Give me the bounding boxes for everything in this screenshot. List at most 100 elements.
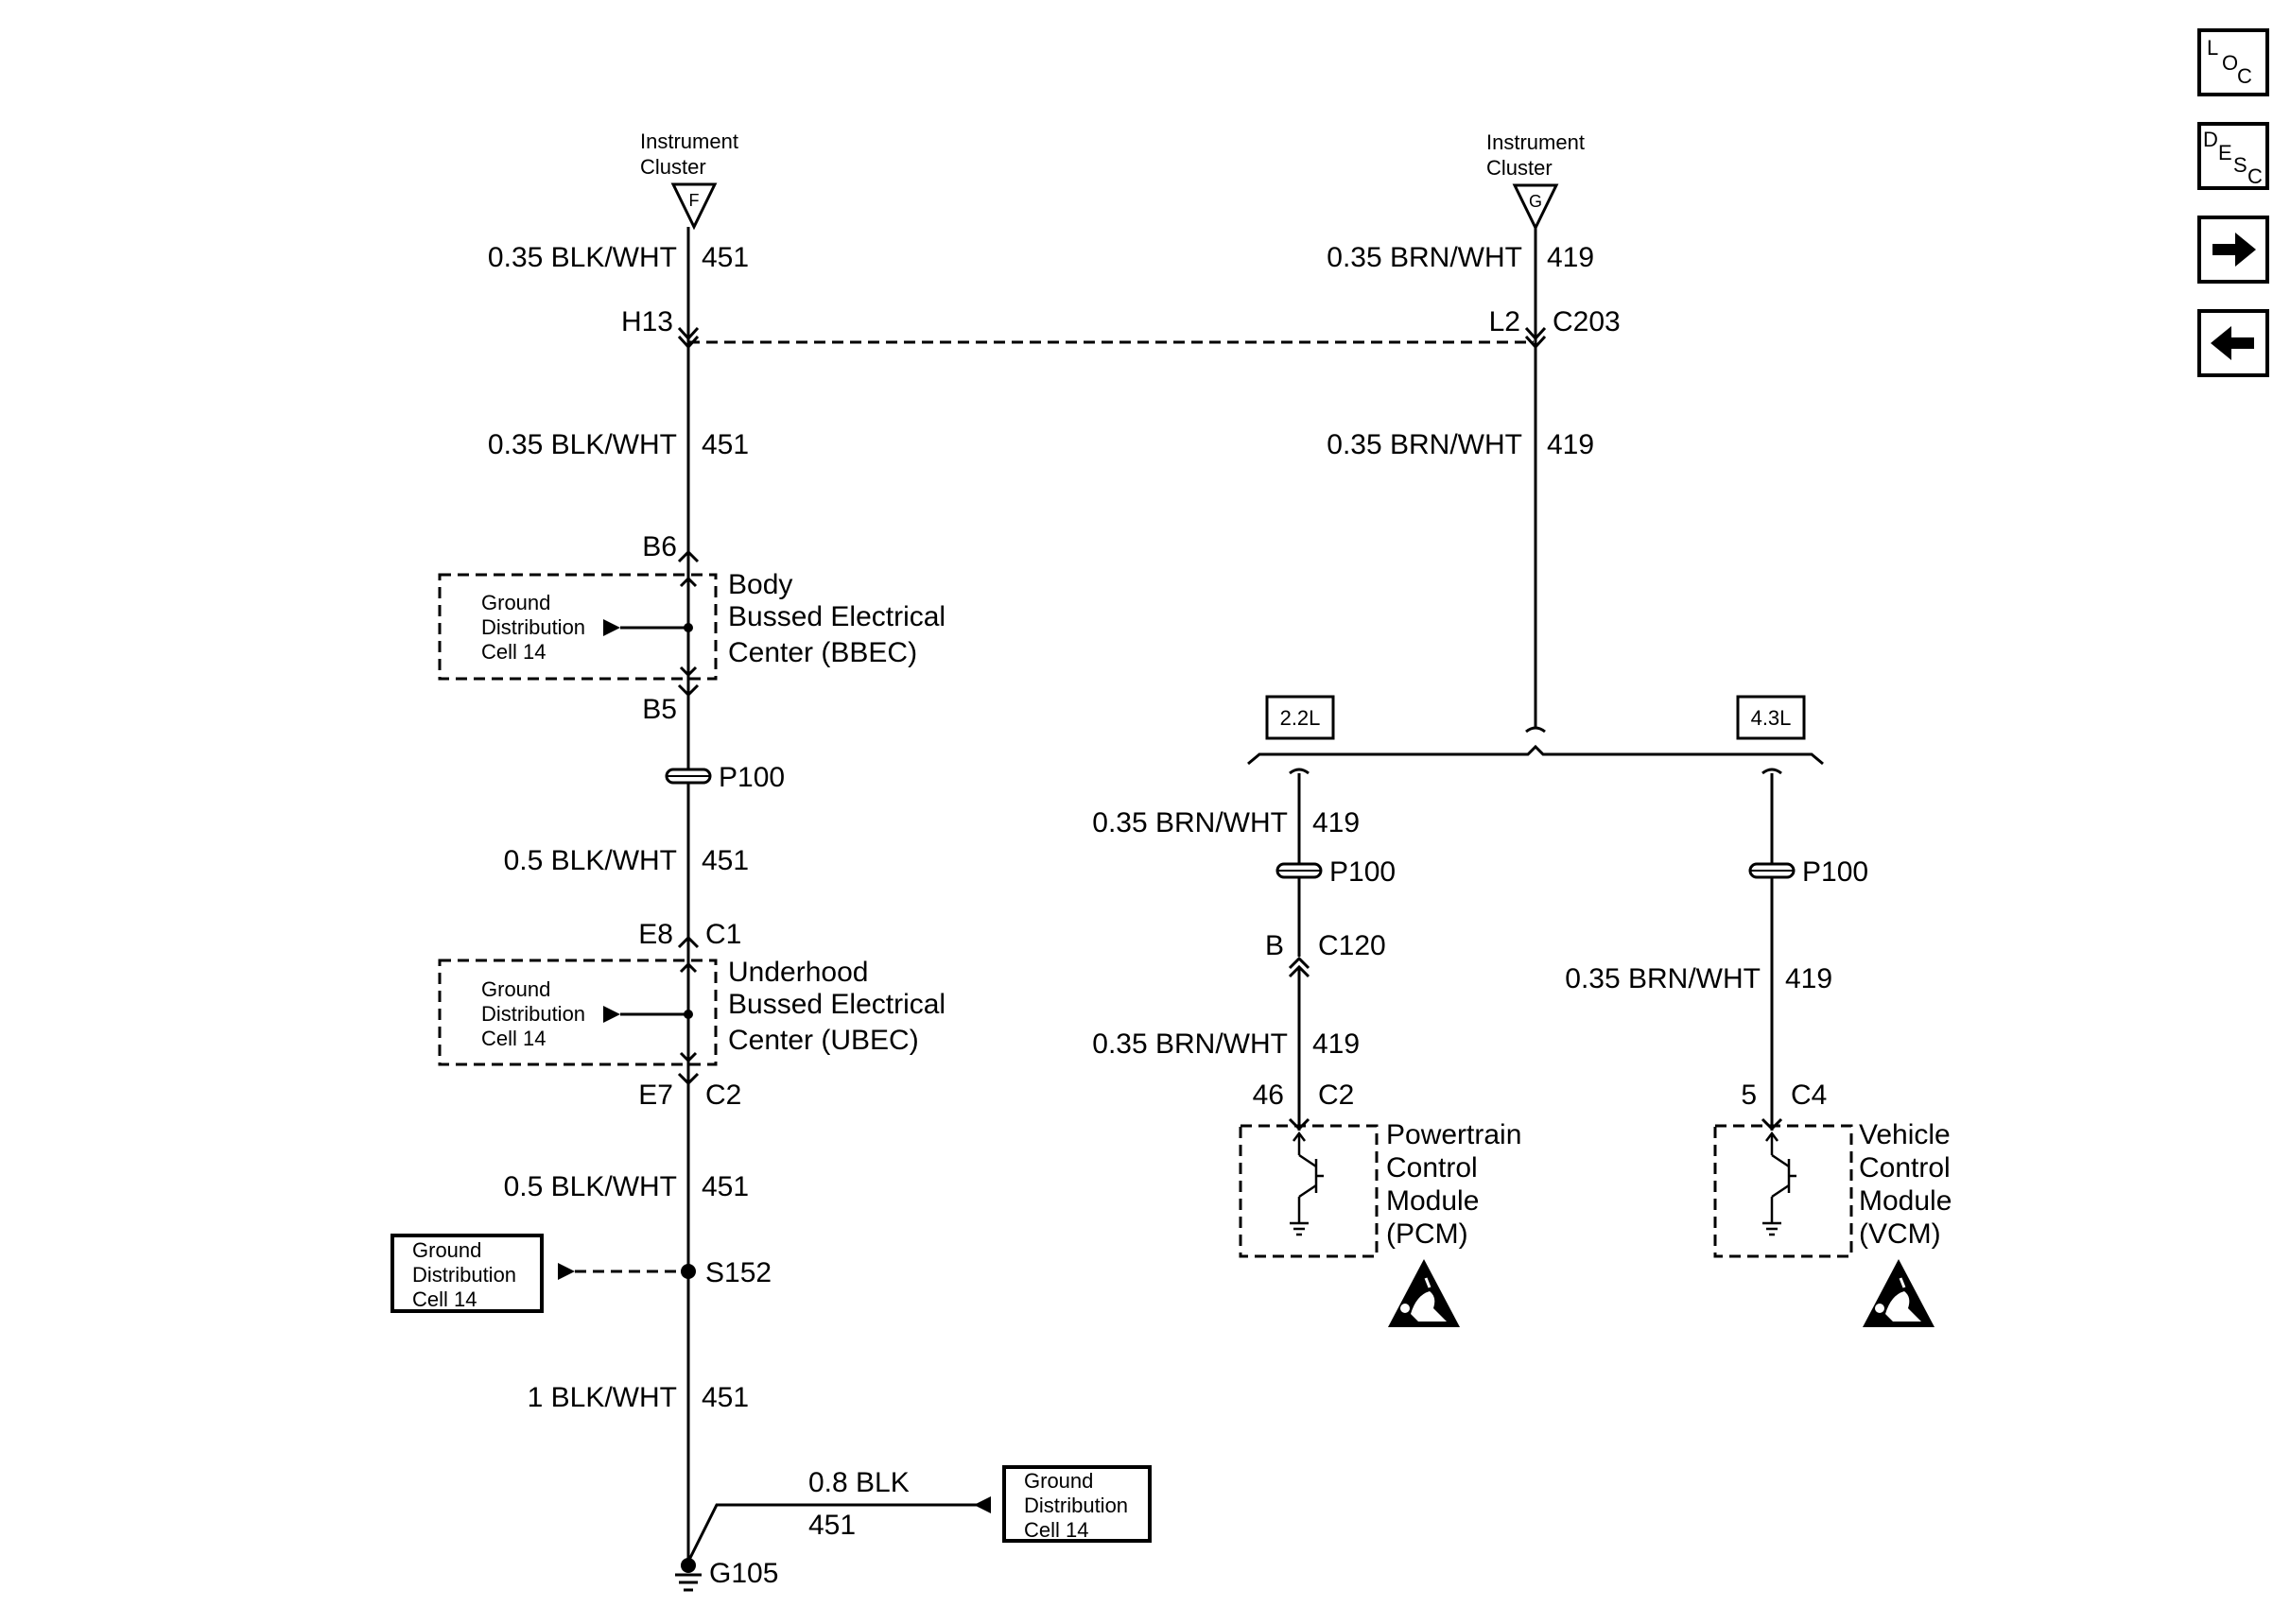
pcm-c2-connector <box>1288 1117 1310 1132</box>
vcm-name-line-4: (VCM) <box>1859 1218 1941 1250</box>
vcm-wire-circuit: 419 <box>1785 963 1832 994</box>
pcm-c2-label: C2 <box>1318 1080 1354 1111</box>
loc-letter-o: O <box>2222 51 2238 75</box>
wire-419-circuit-2: 419 <box>1547 429 1594 460</box>
gd-bbec-line-1: Ground <box>481 591 550 614</box>
e8-label: E8 <box>638 919 673 950</box>
pcm-name-line-3: Module <box>1386 1185 1479 1217</box>
bbec-name-line-3: Center (BBEC) <box>728 637 917 668</box>
loc-button[interactable]: L O C <box>2197 28 2269 96</box>
c120-label: C120 <box>1318 930 1386 961</box>
vcm-c4-label: C4 <box>1791 1080 1827 1111</box>
pcm-pin-46: 46 <box>1253 1080 1284 1111</box>
gd-s152-line-1: Ground <box>412 1238 481 1262</box>
desc-button[interactable]: D E S C <box>2197 122 2269 190</box>
p100-passthrough-vcm <box>1748 862 1796 879</box>
desc-letter-c: C <box>2247 164 2263 188</box>
desc-letter-d: D <box>2203 128 2218 151</box>
wire-419-gauge-2: 0.35 BRN/WHT <box>1327 429 1522 460</box>
pcm-name-line-4: (PCM) <box>1386 1218 1468 1250</box>
transistor-icon <box>1762 1131 1796 1236</box>
p100-passthrough-left <box>665 768 712 785</box>
p100-label-pcm: P100 <box>1329 856 1396 888</box>
c2-label: C2 <box>705 1080 741 1111</box>
wire-451-circuit-3: 451 <box>702 845 749 876</box>
ubec-name-line-3: Center (UBEC) <box>728 1025 919 1056</box>
option-4-3l-box <box>1736 695 1806 740</box>
pcm-box <box>1239 1124 1379 1258</box>
wire-451-gauge-2: 0.35 BLK/WHT <box>488 429 677 460</box>
e8-connector <box>677 935 700 949</box>
loc-letter-l: L <box>2207 36 2218 60</box>
b6-label: B6 <box>642 531 677 562</box>
gd-bbec-arrow-icon <box>603 619 620 636</box>
l2-label: L2 <box>1489 306 1520 337</box>
cluster-f-terminal <box>670 182 718 231</box>
pcm-wire-gauge-1: 0.35 BRN/WHT <box>1092 807 1288 838</box>
desc-letter-e: E <box>2218 141 2232 164</box>
pcm-branch-break <box>1289 768 1310 775</box>
gd-bbec-line-3: Cell 14 <box>481 640 546 664</box>
ubec-top-arrow <box>679 961 698 974</box>
option-2-2l-label: 2.2L <box>1280 706 1321 730</box>
wire-0-8-blk <box>686 1503 980 1563</box>
wire-0-8-circuit: 451 <box>808 1510 856 1541</box>
next-button[interactable] <box>2197 216 2269 284</box>
wire-451-gauge-1: 0.35 BLK/WHT <box>488 242 677 273</box>
bracket-break <box>1525 726 1546 734</box>
gd-g105-line-3: Cell 14 <box>1024 1518 1088 1542</box>
ubec-box <box>438 959 718 1066</box>
wire-451-gauge-5: 1 BLK/WHT <box>528 1382 677 1413</box>
pcm-wire-circuit-1: 419 <box>1312 807 1360 838</box>
option-4-3l-label: 4.3L <box>1751 706 1792 730</box>
ubec-bottom-arrow <box>679 1051 698 1063</box>
wire-0-8-gauge: 0.8 BLK <box>808 1467 910 1498</box>
prev-button[interactable] <box>2197 309 2269 377</box>
wire-451-circuit-4: 451 <box>702 1171 749 1202</box>
pcm-wire-gauge-2: 0.35 BRN/WHT <box>1092 1028 1288 1060</box>
cluster-g-label-1: Instrument <box>1486 130 1585 154</box>
wire-451-gauge-4: 0.5 BLK/WHT <box>504 1171 677 1202</box>
h13-label: H13 <box>621 306 673 337</box>
wire-419-circuit-1: 419 <box>1547 242 1594 273</box>
vcm-pin-5: 5 <box>1741 1080 1757 1111</box>
wire-451-circuit-1: 451 <box>702 242 749 273</box>
pcm-wire-circuit-2: 419 <box>1312 1028 1360 1060</box>
arrow-right-icon <box>2212 233 2256 267</box>
wire-419-gauge-1: 0.35 BRN/WHT <box>1327 242 1522 273</box>
wire-451-circuit-5: 451 <box>702 1382 749 1413</box>
e7-label: E7 <box>638 1080 673 1111</box>
c120-pin-b: B <box>1265 930 1284 961</box>
p100-label-vcm: P100 <box>1802 856 1868 888</box>
c120-connector <box>1288 956 1310 978</box>
gd-s152-arrow-icon <box>558 1263 575 1280</box>
ground-icon <box>675 1573 702 1592</box>
vcm-branch-break <box>1761 768 1782 775</box>
gd-ubec-line-3: Cell 14 <box>481 1027 546 1050</box>
option-2-2l-box <box>1265 695 1335 740</box>
ubec-name-line-1: Underhood <box>728 957 868 988</box>
gd-g105-box <box>1002 1465 1152 1543</box>
cluster-f-pin: F <box>689 191 700 210</box>
esd-warning-icon <box>1388 1259 1460 1327</box>
h13-connector <box>677 326 700 350</box>
g105-label: G105 <box>709 1558 778 1589</box>
transistor-icon <box>1290 1131 1324 1236</box>
vcm-name-line-1: Vehicle <box>1859 1119 1951 1150</box>
c203-label: C203 <box>1553 306 1621 337</box>
c203-connector <box>1524 326 1547 350</box>
gd-s152-box <box>390 1234 544 1313</box>
pcm-name-line-1: Powertrain <box>1386 1119 1521 1150</box>
arrow-left-icon <box>2211 326 2254 360</box>
desc-letter-s: S <box>2233 153 2247 177</box>
gd-ubec-line-2: Distribution <box>481 1002 585 1026</box>
vcm-c4-connector <box>1761 1117 1783 1132</box>
s152-splice-dot <box>681 1264 696 1279</box>
wire-451-circuit-2: 451 <box>702 429 749 460</box>
wire-451-gauge-3: 0.5 BLK/WHT <box>504 845 677 876</box>
bbec-box <box>438 573 718 681</box>
cluster-f-label-2: Cluster <box>640 155 706 179</box>
bbec-top-arrow <box>679 576 698 588</box>
p100-passthrough-pcm <box>1275 862 1323 879</box>
gd-s152-line-3: Cell 14 <box>412 1287 477 1311</box>
